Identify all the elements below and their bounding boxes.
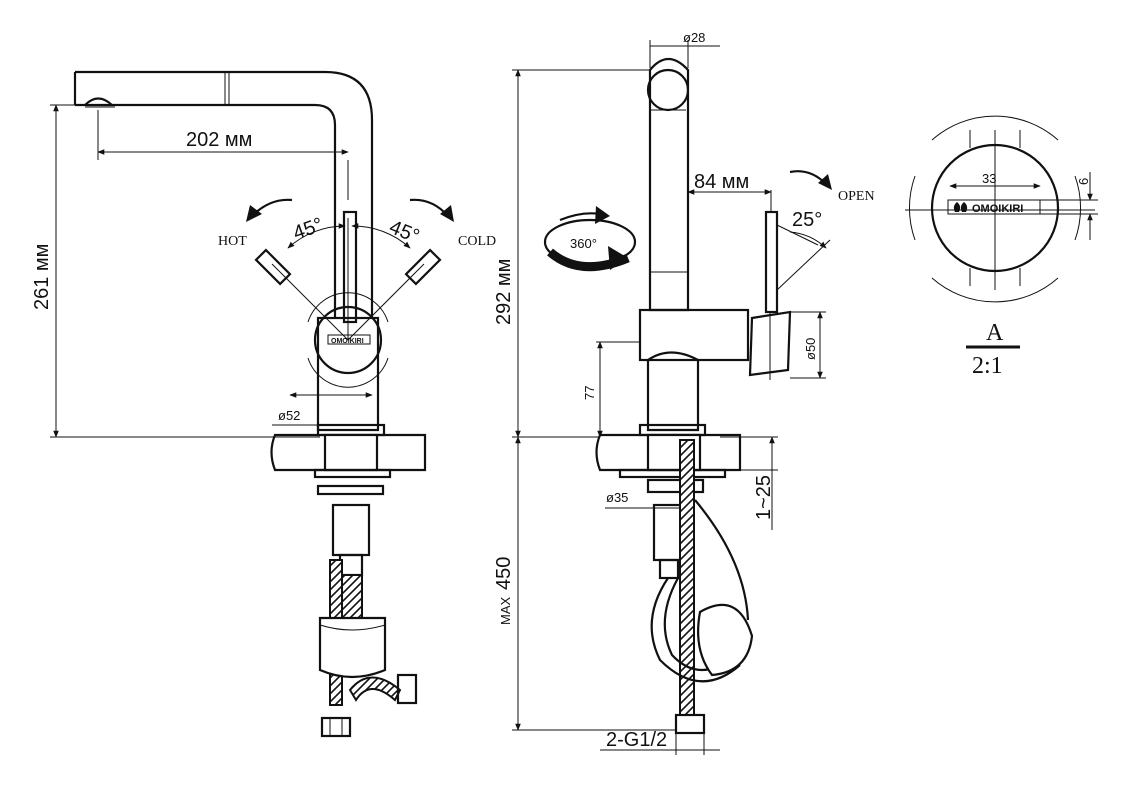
- side-handle: [748, 310, 792, 377]
- detail-logo-plate: [947, 199, 1041, 215]
- front-logo: OMOIKIRI: [331, 338, 364, 345]
- detail-offset-label: 6: [1076, 178, 1091, 185]
- connection-label: 2-G1/2: [606, 729, 667, 751]
- spout-inner: [75, 103, 337, 318]
- detail-scale: 2:1: [972, 353, 1003, 379]
- side-counterweight: [697, 603, 754, 677]
- lever-offset-label: 84 мм: [694, 171, 749, 193]
- front-view: OMOIKIRI 45° 45° HOT COLD: [31, 70, 496, 738]
- front-logo-plate: [327, 334, 371, 345]
- top-diameter-label: ø28: [683, 30, 705, 45]
- cold-nut: [396, 673, 418, 705]
- open-label: OPEN: [838, 189, 875, 204]
- detail-width-label: 33: [982, 171, 996, 186]
- hot-nut: [320, 716, 352, 738]
- side-spout-pipe: [648, 57, 690, 312]
- hose-length-prefix: MAX: [498, 597, 513, 626]
- side-height-label: 292 мм: [493, 259, 515, 325]
- detail-a: 33 OMOIKIRI 6 A 2:1: [905, 115, 1098, 379]
- body-height-label: 77: [582, 386, 597, 400]
- lever-angle-label: 25°: [792, 209, 822, 231]
- counterweight: [318, 616, 387, 679]
- shank: [331, 503, 371, 557]
- side-body: [638, 308, 750, 362]
- cold-angle-label: 45°: [386, 216, 422, 248]
- cold-lever-position: [404, 248, 442, 286]
- hot-lever-position: [254, 248, 292, 286]
- deck-thickness-label: 1~25: [753, 475, 775, 520]
- base-diameter-label: ø52: [278, 408, 300, 423]
- shank-diameter-label: ø35: [606, 490, 628, 505]
- spout-outline: [75, 70, 374, 318]
- countertop: [270, 433, 427, 472]
- cold-hose: [348, 676, 402, 702]
- spout-reach-label: 202 мм: [186, 129, 252, 151]
- hot-angle-label: 45°: [290, 214, 326, 245]
- handle-diameter-label: ø50: [803, 338, 818, 360]
- side-hose: [679, 439, 695, 716]
- front-height-label: 261 мм: [31, 244, 53, 310]
- detail-label: A: [986, 320, 1004, 346]
- side-view: ø28 25° OPEN 84 мм ø50 360°: [493, 30, 875, 755]
- hot-label: HOT: [218, 234, 247, 249]
- lever: [342, 210, 358, 324]
- detail-logo: OMOIKIRI: [972, 203, 1023, 215]
- cold-label: COLD: [458, 234, 496, 249]
- hose-length-label: 450: [493, 557, 515, 590]
- rotation-label: 360°: [570, 236, 597, 251]
- side-lever: [764, 210, 779, 314]
- drop-icon: [953, 202, 968, 212]
